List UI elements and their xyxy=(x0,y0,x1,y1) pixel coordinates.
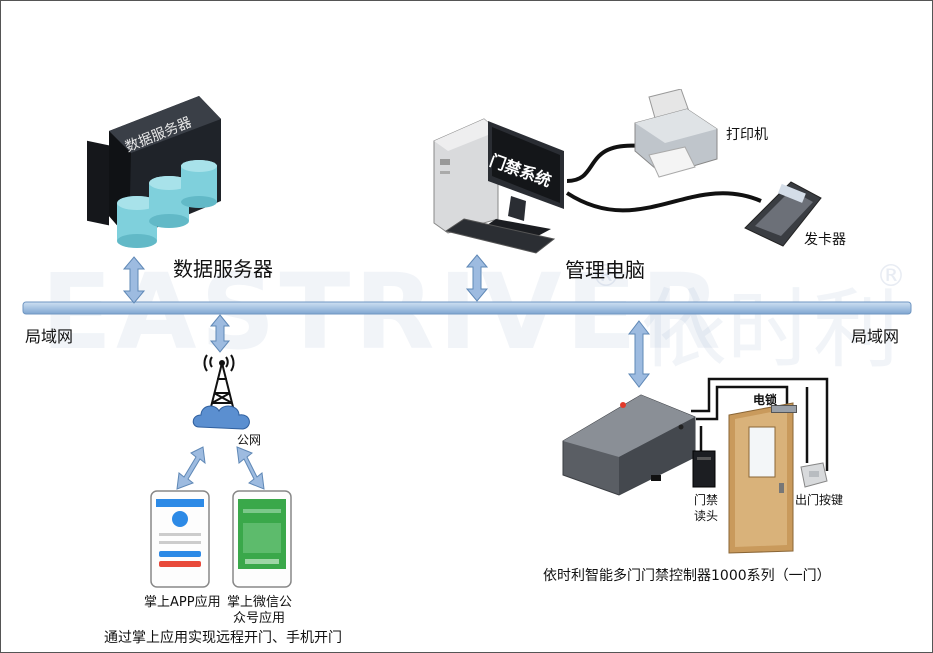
card-issuer-illustration xyxy=(744,181,822,247)
wire-controller-lock xyxy=(691,377,829,471)
electric-lock-icon xyxy=(771,405,797,413)
reader-label-line-1: 门禁 xyxy=(694,493,719,507)
exit-button-label: 出门按键 xyxy=(795,493,844,507)
arrow-cloud-wechat xyxy=(236,446,265,490)
card-reader-illustration xyxy=(692,450,716,488)
printer-illustration xyxy=(634,89,718,178)
wechat-label-line-2: 众号应用 xyxy=(233,611,286,626)
phone-app-illustration xyxy=(150,490,210,588)
controller-caption: 依时利智能多门门禁控制器1000系列（一门） xyxy=(543,568,831,584)
arrow-server-bus xyxy=(122,256,146,304)
data-server-label: 数据服务器 xyxy=(173,257,273,281)
wire-controller-lock-2 xyxy=(696,385,789,421)
cable-pc-printer xyxy=(566,143,642,183)
data-server-illustration xyxy=(87,96,221,248)
arrow-bus-controller xyxy=(627,320,651,388)
admin-pc-illustration xyxy=(433,118,564,254)
door-illustration xyxy=(728,402,794,554)
wechat-label-line-1: 掌上微信公 xyxy=(227,595,293,610)
cloud-icon xyxy=(192,405,250,430)
public-network-label: 公网 xyxy=(237,433,262,447)
electric-lock-label: 电锁 xyxy=(753,393,778,407)
reader-label-line-2: 读头 xyxy=(694,509,719,523)
printer-label: 打印机 xyxy=(726,127,768,143)
cable-pc-cardreader xyxy=(565,191,762,213)
app-label: 掌上APP应用 xyxy=(144,595,221,610)
watermark-chinese: 依时利 xyxy=(641,280,899,380)
lan-label-right: 局域网 xyxy=(851,327,900,346)
public-network-tower xyxy=(192,354,250,430)
database-cylinder-3 xyxy=(181,160,217,208)
access-controller-illustration xyxy=(562,394,696,496)
card-issuer-label: 发卡器 xyxy=(804,232,846,248)
lan-label-left: 局域网 xyxy=(25,327,74,346)
admin-pc-label: 管理电脑 xyxy=(565,258,645,282)
arrow-cloud-app xyxy=(176,446,206,490)
exit-button-illustration xyxy=(800,462,828,488)
lan-bus xyxy=(22,301,912,315)
mobile-caption: 通过掌上应用实现远程开门、手机开门 xyxy=(104,630,342,646)
watermark-reg-mark-1: ® xyxy=(591,259,621,294)
arrow-bus-tower xyxy=(209,314,231,353)
phone-wechat-illustration xyxy=(232,490,292,588)
arrow-pc-bus xyxy=(465,254,489,302)
watermark-reg-mark-2: ® xyxy=(876,259,906,294)
